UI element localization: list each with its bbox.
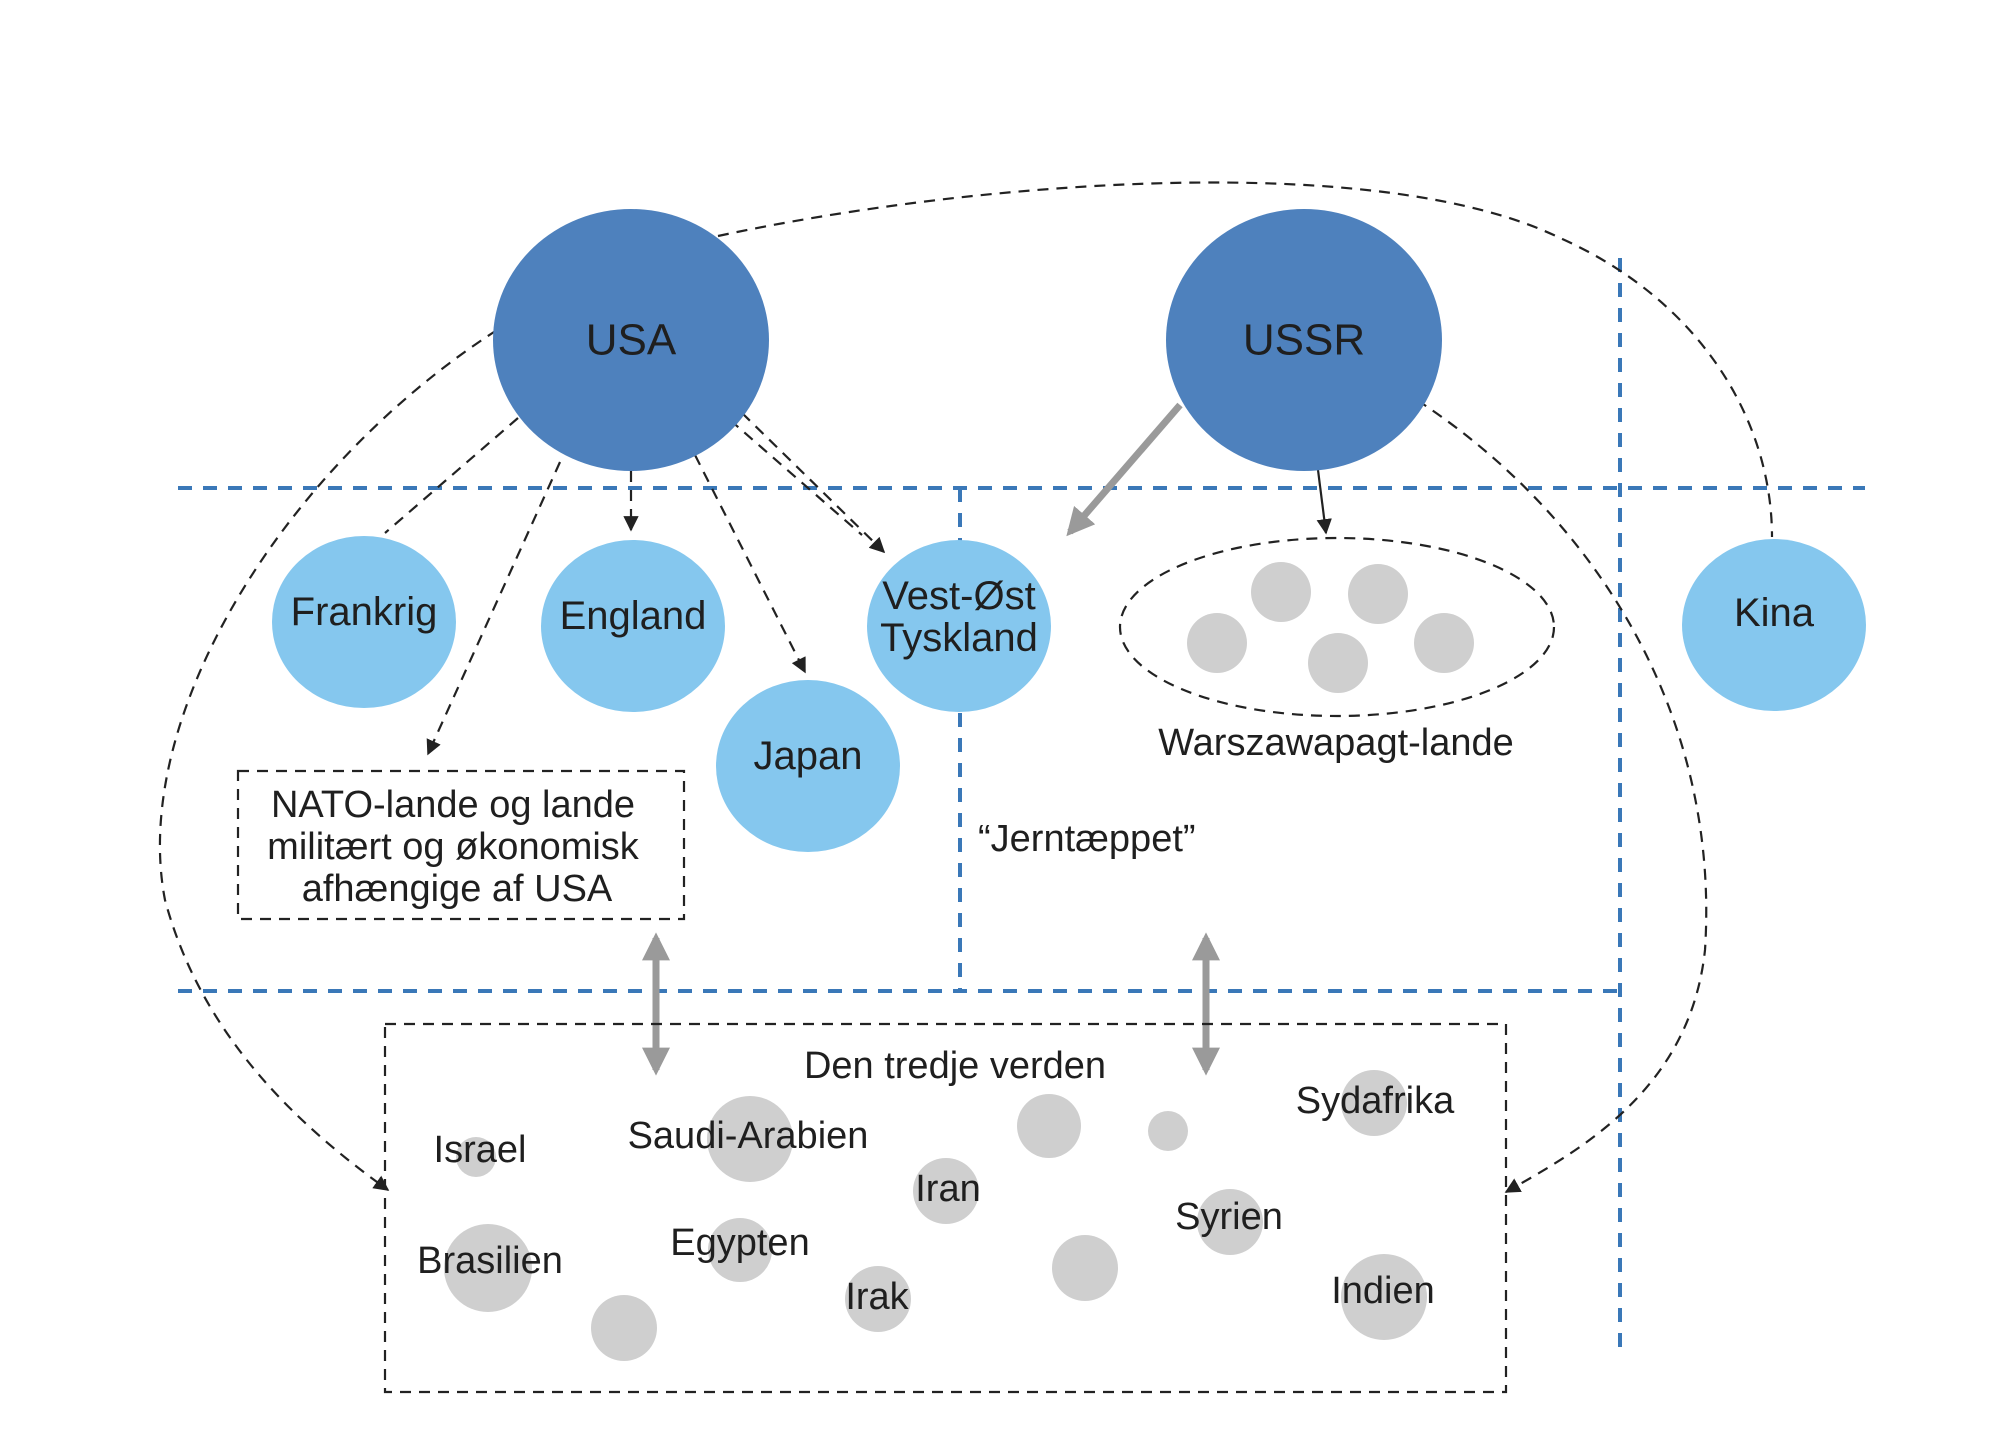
ussr-label: USSR	[1243, 316, 1365, 365]
country-dot	[1017, 1094, 1081, 1158]
country-label-syrien: Syrien	[1175, 1196, 1283, 1238]
country-dot	[913, 1158, 979, 1224]
usa-circle	[493, 209, 769, 471]
warsaw-pact-group: Warszawapagt-lande	[1118, 536, 1556, 764]
nato-box-frame	[236, 769, 686, 921]
country-dot	[1341, 1254, 1427, 1340]
warsaw-pact-outline	[1118, 536, 1556, 718]
tyskland-circle	[867, 540, 1051, 712]
tyskland-label-line1: Vest-Øst	[882, 574, 1035, 618]
tyskland-label-line2: Tyskland	[880, 616, 1038, 660]
usa-label: USA	[586, 316, 677, 365]
warsaw-country-dot	[1251, 562, 1311, 622]
warsaw-country-dot	[1308, 633, 1368, 693]
country-dot	[1052, 1235, 1118, 1301]
country-label-brasilien: Brasilien	[417, 1240, 563, 1282]
japan-circle	[716, 680, 900, 852]
warsaw-country-dot	[1187, 613, 1247, 673]
country-dot	[1341, 1070, 1407, 1136]
usa-node: USA	[493, 209, 769, 471]
country-label-saudi-arabien: Saudi-Arabien	[628, 1115, 869, 1157]
relation-arrows	[158, 181, 1774, 1193]
country-dot	[707, 1096, 793, 1182]
warsaw-country-dot	[1414, 613, 1474, 673]
country-label-egypten: Egypten	[670, 1222, 809, 1264]
frankrig-node: Frankrig	[272, 536, 456, 708]
country-dot	[444, 1224, 532, 1312]
third-world-box: Den tredje verden Israel Saudi-Arabien I…	[383, 1022, 1508, 1394]
usa-to-tyskland-arrow-a	[729, 419, 863, 536]
ussr-to-tyskland-arrow	[1066, 402, 1183, 537]
third-world-title: Den tredje verden	[804, 1045, 1106, 1087]
usa-to-third-world-arrow	[158, 329, 498, 1191]
influence-arrows	[642, 402, 1220, 1076]
japan-label: Japan	[754, 734, 863, 778]
nato-box-line1: NATO-lande og lande	[271, 784, 635, 826]
country-dot	[456, 1137, 496, 1177]
iron-curtain-label: “Jerntæppet”	[978, 818, 1196, 860]
usa-to-japan-arrow	[694, 454, 806, 674]
country-label-israel: Israel	[434, 1129, 527, 1171]
japan-node: Japan	[716, 680, 900, 852]
usa-to-tyskland-arrow-b	[741, 412, 886, 554]
nato-box-line2: militært og økonomisk	[267, 826, 640, 868]
nato-box: NATO-lande og lande militært og økonomis…	[236, 769, 686, 921]
england-node: England	[541, 540, 725, 712]
nato-box-line3: afhængige af USA	[302, 868, 613, 910]
warsaw-country-dot	[1348, 564, 1408, 624]
kina-circle	[1682, 539, 1866, 711]
kina-node: Kina	[1682, 539, 1866, 711]
country-dot	[708, 1218, 772, 1282]
warsaw-pact-label: Warszawapagt-lande	[1158, 722, 1514, 764]
country-label-indien: Indien	[1331, 1270, 1435, 1312]
country-dot	[1197, 1189, 1263, 1255]
country-label-iran: Iran	[915, 1168, 980, 1210]
frankrig-circle	[272, 536, 456, 708]
ussr-node: USSR	[1166, 209, 1442, 471]
third-world-frame	[383, 1022, 1508, 1394]
england-circle	[541, 540, 725, 712]
usa-to-nato-arrow	[426, 461, 562, 756]
ussr-circle	[1166, 209, 1442, 471]
frankrig-label: Frankrig	[291, 590, 438, 634]
kina-label: Kina	[1734, 591, 1815, 635]
usa-to-frankrig-link	[384, 417, 519, 534]
country-label-sydafrika: Sydafrika	[1296, 1080, 1455, 1122]
england-label: England	[560, 594, 707, 638]
tyskland-node: Vest-Øst Tyskland	[867, 540, 1051, 712]
ussr-to-third-world-arrow	[1416, 399, 1708, 1193]
country-dot	[845, 1266, 911, 1332]
country-dot	[591, 1295, 657, 1361]
country-dot	[1148, 1111, 1188, 1151]
ussr-to-warsaw-arrow	[1316, 469, 1332, 535]
country-label-irak: Irak	[845, 1276, 909, 1318]
